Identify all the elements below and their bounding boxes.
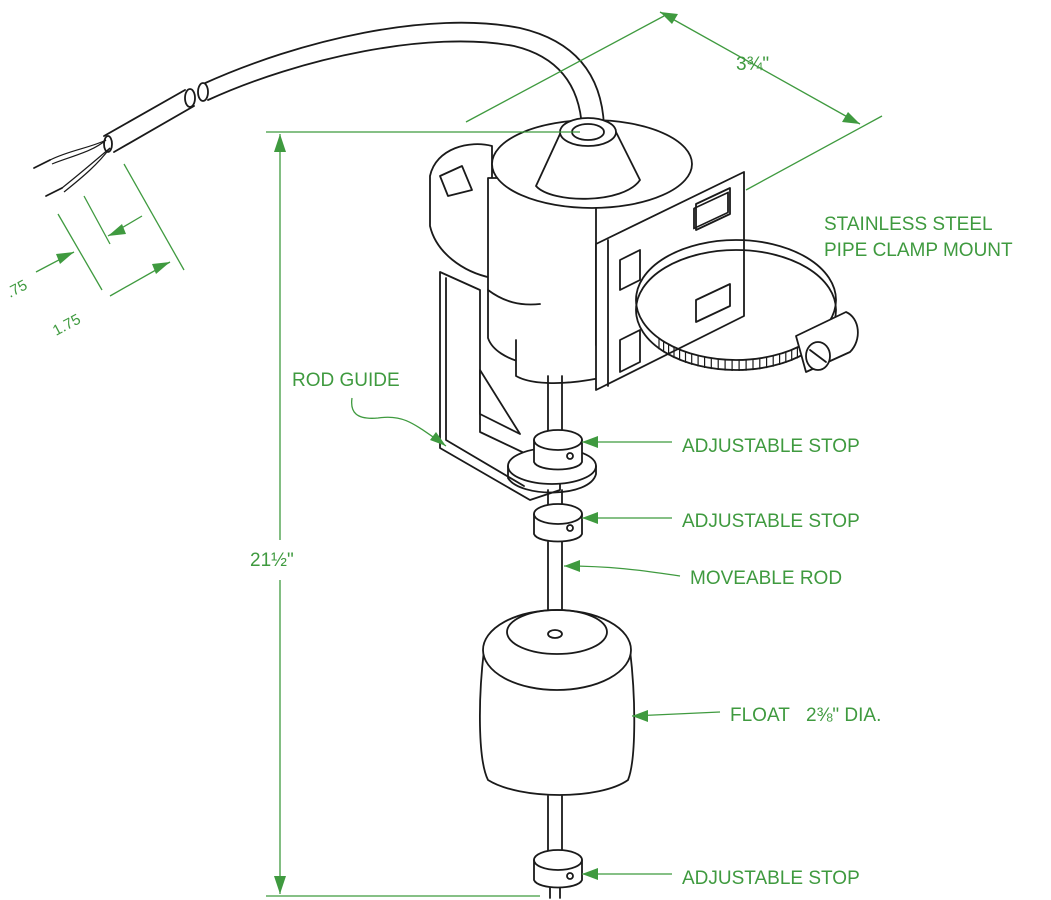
stop-top-label: ADJUSTABLE STOP xyxy=(682,436,860,457)
stop-bottom-label: ADJUSTABLE STOP xyxy=(682,868,860,889)
leader-lines xyxy=(350,397,721,880)
adjustable-stop-middle xyxy=(533,503,583,543)
moveable-rod-assembly xyxy=(479,375,636,899)
moveable-rod-label: MOVEABLE ROD xyxy=(690,568,842,589)
lead-short-label: .75 xyxy=(4,277,30,302)
height-dimension-label: 21½" xyxy=(250,550,294,571)
rod-guide-label: ROD GUIDE xyxy=(292,370,400,391)
callout-labels: STAINLESS STEEL PIPE CLAMP MOUNT ROD GUI… xyxy=(292,214,1013,889)
cable xyxy=(33,21,605,197)
clamp-label-line1: STAINLESS STEEL xyxy=(824,214,993,235)
dimension-height: 21½" xyxy=(250,131,580,897)
stop-middle-label: ADJUSTABLE STOP xyxy=(682,511,860,532)
float-diameter-label: 2⅜" DIA. xyxy=(806,705,881,726)
width-dimension-label: 3¾" xyxy=(736,54,769,75)
lead-long-label: 1.75 xyxy=(50,311,84,340)
dimension-wire-leads: .75 1.75 xyxy=(4,163,185,340)
adjustable-stop-top xyxy=(533,429,583,471)
adjustable-stop-bottom xyxy=(533,849,583,889)
clamp-label-line2: PIPE CLAMP MOUNT xyxy=(824,240,1013,261)
switch-body xyxy=(429,117,745,501)
dimension-width: 3¾" xyxy=(465,11,883,191)
pipe-clamp xyxy=(635,239,859,373)
float-label: FLOAT xyxy=(730,705,790,726)
float xyxy=(479,609,636,796)
